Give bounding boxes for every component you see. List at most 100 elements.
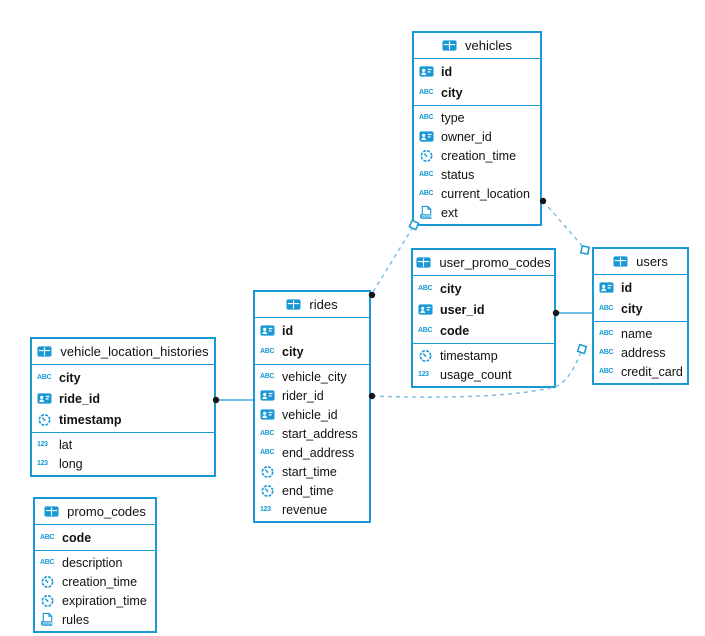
text-icon <box>40 534 58 541</box>
table-vehicles[interactable]: vehicles id city type owner_id c <box>412 31 542 226</box>
column-name: start_address <box>282 426 358 441</box>
column-name: id <box>621 280 633 295</box>
text-icon <box>260 430 278 437</box>
column-row[interactable]: timestamp <box>413 346 554 365</box>
number-icon <box>37 441 55 448</box>
number-icon <box>260 506 278 513</box>
table-icon <box>286 297 304 312</box>
table-rides[interactable]: rides id city vehicle_city rider_id <box>253 290 371 523</box>
column-row[interactable]: city <box>255 341 369 362</box>
column-name: credit_card <box>621 364 683 379</box>
endpoint-square <box>579 244 591 256</box>
column-row[interactable]: JSON rules <box>35 610 155 629</box>
column-name: id <box>282 323 294 338</box>
column-name: creation_time <box>62 574 138 589</box>
column-name: timestamp <box>59 412 122 427</box>
column-row[interactable]: timestamp <box>32 409 214 430</box>
column-row[interactable]: JSON ext <box>414 203 540 222</box>
clock-icon <box>418 348 436 363</box>
column-row[interactable]: code <box>35 527 155 548</box>
column-row[interactable]: id <box>255 320 369 341</box>
column-name: rider_id <box>282 388 324 403</box>
column-row[interactable]: status <box>414 165 540 184</box>
column-name: city <box>59 370 81 385</box>
text-icon <box>419 114 437 121</box>
id-badge-icon <box>419 64 437 79</box>
column-row[interactable]: code <box>413 320 554 341</box>
column-row[interactable]: creation_time <box>35 572 155 591</box>
column-row[interactable]: city <box>594 298 687 319</box>
id-badge-icon <box>419 129 437 144</box>
text-icon <box>418 327 436 334</box>
table-header[interactable]: user_promo_codes <box>413 250 554 276</box>
column-row[interactable]: vehicle_id <box>255 405 369 424</box>
column-row[interactable]: credit_card <box>594 362 687 381</box>
table-promo-codes[interactable]: promo_codes code description creation_ti… <box>33 497 157 633</box>
table-header[interactable]: vehicles <box>414 33 540 59</box>
column-name: start_time <box>282 464 337 479</box>
column-name: code <box>440 323 470 338</box>
column-row[interactable]: owner_id <box>414 127 540 146</box>
column-row[interactable]: type <box>414 108 540 127</box>
column-row[interactable]: id <box>594 277 687 298</box>
column-name: revenue <box>282 502 328 517</box>
table-header[interactable]: rides <box>255 292 369 318</box>
column-row[interactable]: current_location <box>414 184 540 203</box>
column-row[interactable]: start_address <box>255 424 369 443</box>
column-row[interactable]: description <box>35 553 155 572</box>
text-icon <box>37 374 55 381</box>
column-name: user_id <box>440 302 485 317</box>
column-row[interactable]: rider_id <box>255 386 369 405</box>
column-row[interactable]: usage_count <box>413 365 554 384</box>
number-icon <box>418 371 436 378</box>
table-icon <box>613 254 631 269</box>
column-row[interactable]: vehicle_city <box>255 367 369 386</box>
clock-icon <box>260 464 278 479</box>
column-row[interactable]: end_time <box>255 481 369 500</box>
column-row[interactable]: city <box>32 367 214 388</box>
column-row[interactable]: start_time <box>255 462 369 481</box>
column-row[interactable]: address <box>594 343 687 362</box>
table-header[interactable]: promo_codes <box>35 499 155 525</box>
relationship-vehicle-location-histories-rides[interactable] <box>212 396 253 404</box>
column-name: description <box>62 555 123 570</box>
svg-text:JSON: JSON <box>42 622 52 626</box>
column-row[interactable]: lat <box>32 435 214 454</box>
column-name: end_address <box>282 445 355 460</box>
clock-icon <box>40 593 58 608</box>
column-row[interactable]: user_id <box>413 299 554 320</box>
table-header[interactable]: users <box>594 249 687 275</box>
id-badge-icon <box>418 302 436 317</box>
column-name: lat <box>59 437 73 452</box>
column-name: owner_id <box>441 129 492 144</box>
column-name: vehicle_id <box>282 407 338 422</box>
json-icon: JSON <box>419 205 437 220</box>
column-name: creation_time <box>441 148 517 163</box>
column-name: city <box>282 344 304 359</box>
table-vehicle-location-histories[interactable]: vehicle_location_histories city ride_id … <box>30 337 216 477</box>
table-user-promo-codes[interactable]: user_promo_codes city user_id code times… <box>411 248 556 388</box>
table-icon <box>416 255 434 270</box>
column-row[interactable]: id <box>414 61 540 82</box>
column-row[interactable]: city <box>413 278 554 299</box>
table-header[interactable]: vehicle_location_histories <box>32 339 214 365</box>
endpoint-square <box>576 343 588 355</box>
text-icon <box>419 171 437 178</box>
column-name: long <box>59 456 83 471</box>
clock-icon <box>260 483 278 498</box>
column-row[interactable]: name <box>594 324 687 343</box>
relationship-vehicles-users[interactable] <box>539 197 591 256</box>
id-badge-icon <box>260 388 278 403</box>
column-row[interactable]: end_address <box>255 443 369 462</box>
relationship-user-promo-codes-users[interactable] <box>552 309 593 317</box>
column-name: type <box>441 110 465 125</box>
column-row[interactable]: city <box>414 82 540 103</box>
column-row[interactable]: ride_id <box>32 388 214 409</box>
column-row[interactable]: revenue <box>255 500 369 519</box>
column-row[interactable]: expiration_time <box>35 591 155 610</box>
column-row[interactable]: creation_time <box>414 146 540 165</box>
column-name: id <box>441 64 453 79</box>
column-row[interactable]: long <box>32 454 214 473</box>
table-users[interactable]: users id city name address credi <box>592 247 689 385</box>
